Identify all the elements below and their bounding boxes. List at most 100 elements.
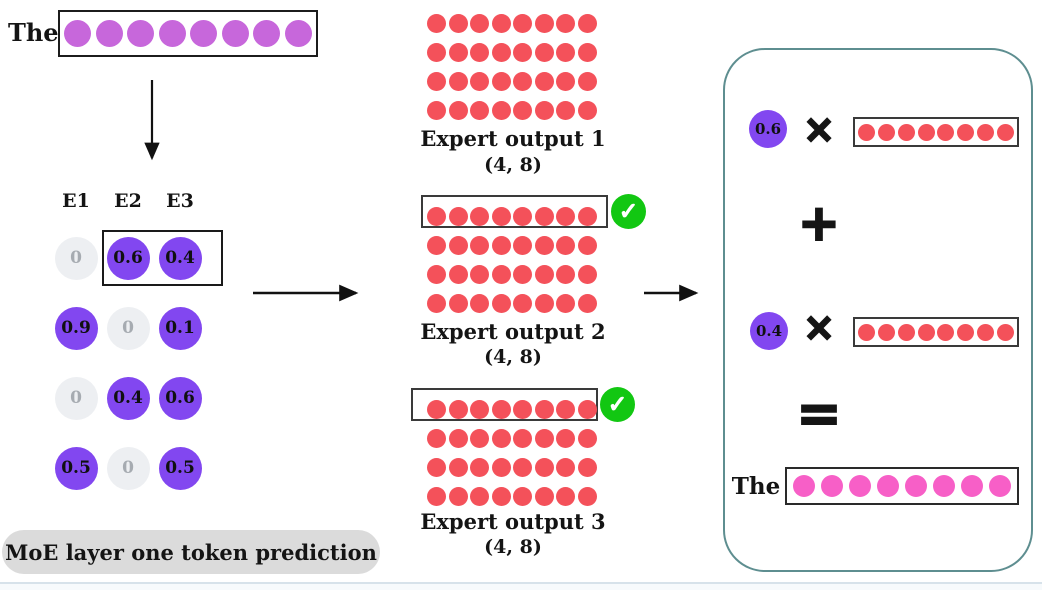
- embedding-dot: [448, 236, 468, 255]
- embedding-dot: [127, 20, 155, 47]
- embedding-dot: [253, 20, 281, 47]
- embedding-dot: [577, 72, 597, 91]
- embedding-dot: [95, 20, 123, 47]
- embedding-dot: [470, 265, 490, 284]
- embedding-dot: [470, 458, 490, 477]
- router-weight-cell: 0.6: [158, 376, 202, 420]
- embedding-dot: [957, 123, 975, 141]
- embedding-dot: [513, 294, 533, 313]
- embedding-dot: [534, 429, 554, 448]
- equals-icon: =: [795, 382, 842, 445]
- embedding-dot: [448, 400, 468, 419]
- expert-output-grid: [426, 9, 598, 125]
- expert-output-grid: [426, 395, 598, 511]
- embedding-dot: [556, 72, 576, 91]
- embedding-dot: [905, 475, 927, 497]
- embedding-dot: [427, 207, 447, 226]
- embedding-dot: [556, 429, 576, 448]
- embedding-dot: [534, 487, 554, 506]
- embedding-dot: [877, 123, 895, 141]
- embedding-dot: [448, 458, 468, 477]
- embedding-dot: [534, 400, 554, 419]
- expert-output-grid: [426, 202, 598, 318]
- embedding-dot: [284, 20, 312, 47]
- embedding-dot: [513, 400, 533, 419]
- embedding-dot: [470, 400, 490, 419]
- embedding-dot: [534, 101, 554, 120]
- router-weight-cell: 0.5: [158, 446, 202, 490]
- embedding-dot: [577, 265, 597, 284]
- embedding-dot: [470, 101, 490, 120]
- embedding-dot: [534, 14, 554, 33]
- router-weight-cell: 0.1: [158, 306, 202, 350]
- router-weight-cell: 0.4: [106, 376, 150, 420]
- embedding-dot: [491, 487, 511, 506]
- checkmark-icon: ✓: [611, 194, 646, 229]
- embedding-dot: [427, 43, 447, 62]
- embedding-dot: [491, 265, 511, 284]
- embedding-dot: [491, 458, 511, 477]
- embedding-dot: [577, 487, 597, 506]
- embedding-dot: [448, 207, 468, 226]
- embedding-dot: [427, 487, 447, 506]
- caption-pill: MoE layer one token prediction: [2, 530, 380, 574]
- embedding-dot: [491, 101, 511, 120]
- embedding-dot: [448, 101, 468, 120]
- expert-output-label: Expert output 3: [420, 509, 606, 534]
- embedding-dot: [427, 14, 447, 33]
- result-vector-box: [785, 467, 1019, 505]
- embedding-dot: [534, 72, 554, 91]
- embedding-dot: [513, 236, 533, 255]
- embedding-dot: [470, 429, 490, 448]
- embedding-dot: [534, 294, 554, 313]
- embedding-dot: [427, 72, 447, 91]
- weight-circle: 0.4: [750, 312, 788, 350]
- embedding-dot: [556, 487, 576, 506]
- embedding-dot: [849, 475, 871, 497]
- embedding-dot: [933, 475, 955, 497]
- router-weight-cell: 0: [106, 446, 150, 490]
- input-token-label: The: [8, 18, 59, 47]
- embedding-dot: [513, 487, 533, 506]
- embedding-dot: [513, 72, 533, 91]
- embedding-dot: [491, 294, 511, 313]
- embedding-dot: [997, 323, 1014, 341]
- embedding-dot: [491, 14, 511, 33]
- embedding-dot: [937, 123, 955, 141]
- embedding-dot: [997, 123, 1014, 141]
- expert-output-shape: (4, 8): [484, 536, 542, 558]
- expert-output-label: Expert output 1: [420, 126, 606, 151]
- embedding-dot: [491, 400, 511, 419]
- embedding-dot: [448, 43, 468, 62]
- embedding-dot: [577, 43, 597, 62]
- embedding-dot: [989, 475, 1011, 497]
- embedding-dot: [427, 265, 447, 284]
- embedding-dot: [917, 123, 935, 141]
- embedding-dot: [491, 207, 511, 226]
- expert2-row-vector-box: [853, 117, 1019, 147]
- expert-output-label: Expert output 2: [420, 319, 606, 344]
- embedding-dot: [556, 207, 576, 226]
- checkmark-icon: ✓: [600, 387, 635, 422]
- embedding-dot: [64, 20, 92, 47]
- embedding-dot: [513, 429, 533, 448]
- embedding-dot: [448, 294, 468, 313]
- embedding-dot: [556, 14, 576, 33]
- embedding-dot: [448, 14, 468, 33]
- embedding-dot: [556, 400, 576, 419]
- router-weight-cell: 0: [106, 306, 150, 350]
- router-weight-cell: 0.6: [106, 236, 150, 280]
- embedding-dot: [158, 20, 186, 47]
- embedding-dot: [427, 101, 447, 120]
- embedding-dot: [427, 429, 447, 448]
- embedding-dot: [793, 475, 815, 497]
- embedding-dot: [491, 429, 511, 448]
- embedding-dot: [534, 236, 554, 255]
- embedding-dot: [556, 458, 576, 477]
- embedding-dot: [470, 236, 490, 255]
- embedding-dot: [448, 487, 468, 506]
- embedding-dot: [427, 400, 447, 419]
- embedding-dot: [534, 43, 554, 62]
